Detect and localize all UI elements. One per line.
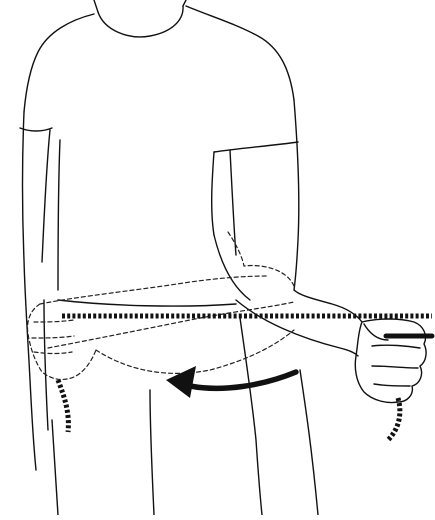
leg-right-outer	[300, 370, 318, 515]
right-hand	[355, 319, 426, 403]
leg-left-outer	[52, 420, 58, 515]
right-shoulder	[186, 6, 294, 100]
hidden-forearm-upper	[40, 276, 268, 304]
right-upper-arm-inner	[212, 152, 214, 235]
right-upper-arm-outer	[294, 100, 299, 290]
left-arm-lower-inner	[44, 300, 48, 430]
movement-arrow-head	[166, 366, 196, 398]
movement-arrow-shaft	[190, 372, 296, 388]
hidden-finger-3	[34, 352, 72, 354]
left-sleeve-cuff	[20, 128, 52, 131]
right-sleeve-cuff	[214, 142, 298, 152]
hidden-finger-2	[32, 336, 74, 338]
right-forearm-upper	[214, 235, 250, 300]
band-dangling-left	[58, 380, 68, 432]
leg-inner-left	[150, 390, 154, 515]
left-arm-outer	[23, 112, 37, 470]
right-hand-knuckle-2	[372, 366, 418, 368]
right-hand-knuckle-3	[374, 384, 410, 386]
hidden-elbow	[228, 232, 294, 286]
left-arm-inner	[42, 130, 50, 262]
leg-center-seam	[240, 318, 262, 515]
torso-left-side	[58, 140, 60, 290]
neck-right	[183, 0, 186, 6]
neck-left	[94, 0, 98, 12]
right-hand-knuckle-1	[372, 345, 420, 348]
right-forearm-lower	[236, 300, 358, 356]
hidden-finger-1	[34, 320, 74, 322]
hidden-forearm-lower	[48, 302, 294, 348]
band-dangling-right	[388, 398, 400, 440]
left-shoulder	[24, 14, 94, 112]
neckline	[98, 6, 183, 37]
waistline	[58, 300, 236, 306]
